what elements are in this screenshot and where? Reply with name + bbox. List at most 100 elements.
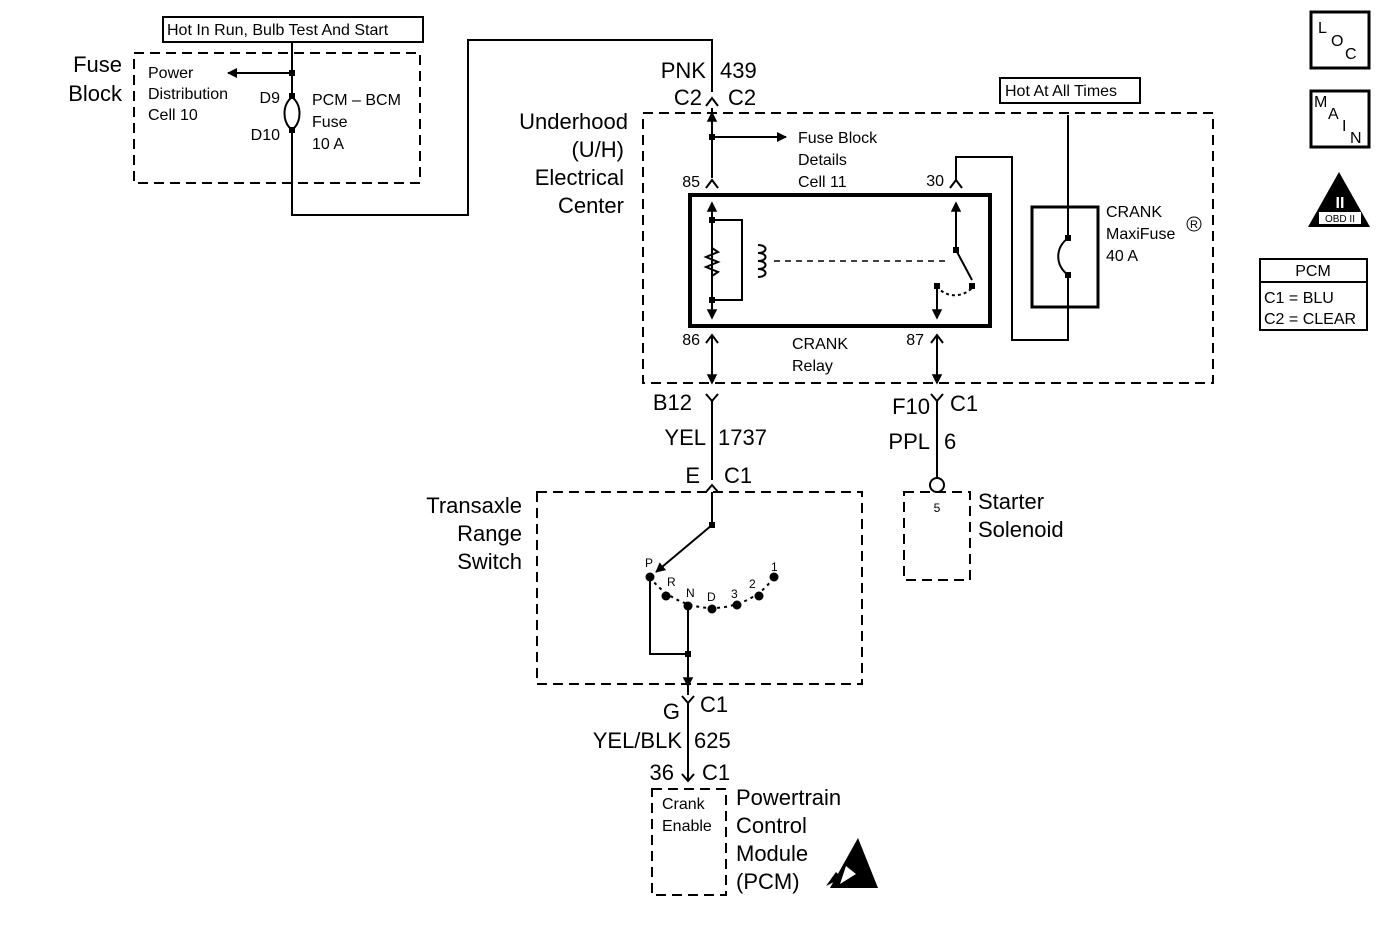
starter-label-1: Starter [978, 489, 1044, 514]
c2-connector [705, 96, 719, 107]
relay-coil-bridge [712, 219, 743, 301]
pin-30-connector [949, 178, 963, 189]
obd-ii-icon[interactable] [1308, 172, 1370, 227]
starter-pin-label: 5 [934, 501, 941, 515]
e-pin-label: E [685, 463, 700, 488]
trs-dot-3 [732, 600, 742, 610]
trs-dot-r [661, 591, 671, 601]
underhood-title-2: (U/H) [571, 137, 624, 162]
starter-terminal [929, 477, 945, 493]
trs-pos-1: 1 [771, 560, 778, 574]
main-icon-m: M [1314, 94, 1327, 111]
pin-30-feed-wire [955, 156, 1069, 341]
b12-pin-label: B12 [653, 390, 692, 415]
trs-dot-n [683, 601, 693, 611]
registered-mark: R [1190, 219, 1198, 231]
power-dist-label-2: Distribution [148, 86, 228, 103]
fuse-block-title-2: Block [68, 81, 123, 106]
esd-warning-icon [826, 838, 878, 888]
ppl-circuit-label: 6 [944, 429, 956, 454]
pin-87-label: 87 [906, 332, 924, 349]
loc-icon-l: L [1318, 20, 1327, 37]
pcm-label-4: (PCM) [736, 869, 800, 894]
b12-connector [705, 393, 719, 403]
loc-icon[interactable] [1309, 10, 1371, 70]
starter-label-2: Solenoid [978, 517, 1064, 542]
g-pin-label: G [663, 699, 680, 724]
fuse-label-2: Fuse [312, 114, 348, 131]
relay-label-2: Relay [792, 358, 833, 375]
power-dist-label-1: Power [148, 65, 194, 82]
fuse-label-1: PCM – BCM [312, 92, 401, 109]
transaxle-range-switch-outline [536, 491, 863, 685]
yelblk-circuit-label: 625 [694, 728, 731, 753]
pnk-conn-left: C2 [674, 85, 702, 110]
trs-label-2: Range [457, 521, 522, 546]
e-c1-connector [705, 483, 719, 493]
hot-in-run-label: Hot In Run, Bulb Test And Start [167, 22, 389, 39]
trs-pos-n: N [686, 586, 695, 600]
maxifuse-label-2: MaxiFuse [1106, 226, 1175, 243]
underhood-title-3: Electrical [535, 165, 624, 190]
main-icon-a: A [1328, 106, 1339, 123]
yelblk-color-label: YEL/BLK [593, 728, 683, 753]
pcm-inner-1: Crank [662, 796, 706, 813]
pcm-bcm-fuse-symbol [283, 96, 301, 132]
fuse-block-ref-3: Cell 11 [798, 174, 847, 191]
main-icon-n: N [1350, 130, 1362, 147]
loc-icon-o: O [1331, 33, 1343, 50]
crank-relay-box [688, 193, 992, 328]
trs-park-wire [649, 577, 688, 655]
relay-switch-arc [936, 285, 973, 297]
pcm-legend-title: PCM [1295, 263, 1331, 280]
pcm-inner-2: Enable [662, 818, 712, 835]
power-dist-label-3: Cell 10 [148, 107, 198, 124]
underhood-title-4: Center [558, 193, 624, 218]
obd-ii-text: OBD II [1325, 214, 1355, 225]
pcm-label-1: Powertrain [736, 785, 841, 810]
pcm-legend-line1: C1 = BLU [1264, 290, 1334, 307]
trs-pos-d: D [707, 590, 716, 604]
trs-position-dots [645, 572, 779, 614]
main-icon[interactable] [1309, 89, 1371, 149]
f10-pin-label: F10 [892, 394, 930, 419]
pin-87-connector [930, 333, 944, 344]
obd-ii-numeral: II [1336, 195, 1345, 212]
f10-connector [930, 393, 944, 403]
pcm-label-2: Control [736, 813, 807, 838]
trs-dot-d [707, 604, 717, 614]
pcm-label-3: Module [736, 841, 808, 866]
pnk-wire [291, 39, 713, 216]
hot-at-all-times-label: Hot At All Times [1005, 83, 1117, 100]
pin-86-connector [705, 333, 719, 344]
pin-30-label: 30 [926, 173, 944, 190]
trs-pos-p: P [645, 556, 653, 570]
trs-label-3: Switch [457, 549, 522, 574]
relay-internal-arrows [682, 111, 962, 688]
pnk-conn-right: C2 [728, 85, 756, 110]
maxifuse-box [1030, 205, 1100, 309]
trs-switch-arm [655, 524, 713, 573]
underhood-center-outline [642, 112, 1214, 384]
yel-color-label: YEL [664, 425, 706, 450]
pnk-circuit-label: 439 [720, 58, 757, 83]
relay-switch-blade [955, 249, 973, 281]
pin-d9-label: D9 [260, 90, 281, 107]
underhood-title-1: Underhood [519, 109, 628, 134]
relay-resistor-symbol [703, 247, 721, 277]
g-c1-connector [681, 695, 695, 705]
ppl-color-label: PPL [888, 429, 930, 454]
pin-36-conn-label: C1 [702, 760, 730, 785]
pnk-color-label: PNK [661, 58, 707, 83]
pin-85-connector [705, 178, 719, 189]
fuse-block-ref-2: Details [798, 152, 847, 169]
pin-d10-label: D10 [251, 127, 280, 144]
main-icon-i: I [1342, 118, 1346, 135]
hot-at-all-times-box [999, 77, 1141, 104]
trs-dot-1 [769, 572, 779, 582]
pcm-legend-box [1259, 258, 1368, 331]
fuse-label-3: 10 A [312, 136, 344, 153]
trs-label-1: Transaxle [426, 493, 522, 518]
pin-85-label: 85 [682, 174, 700, 191]
